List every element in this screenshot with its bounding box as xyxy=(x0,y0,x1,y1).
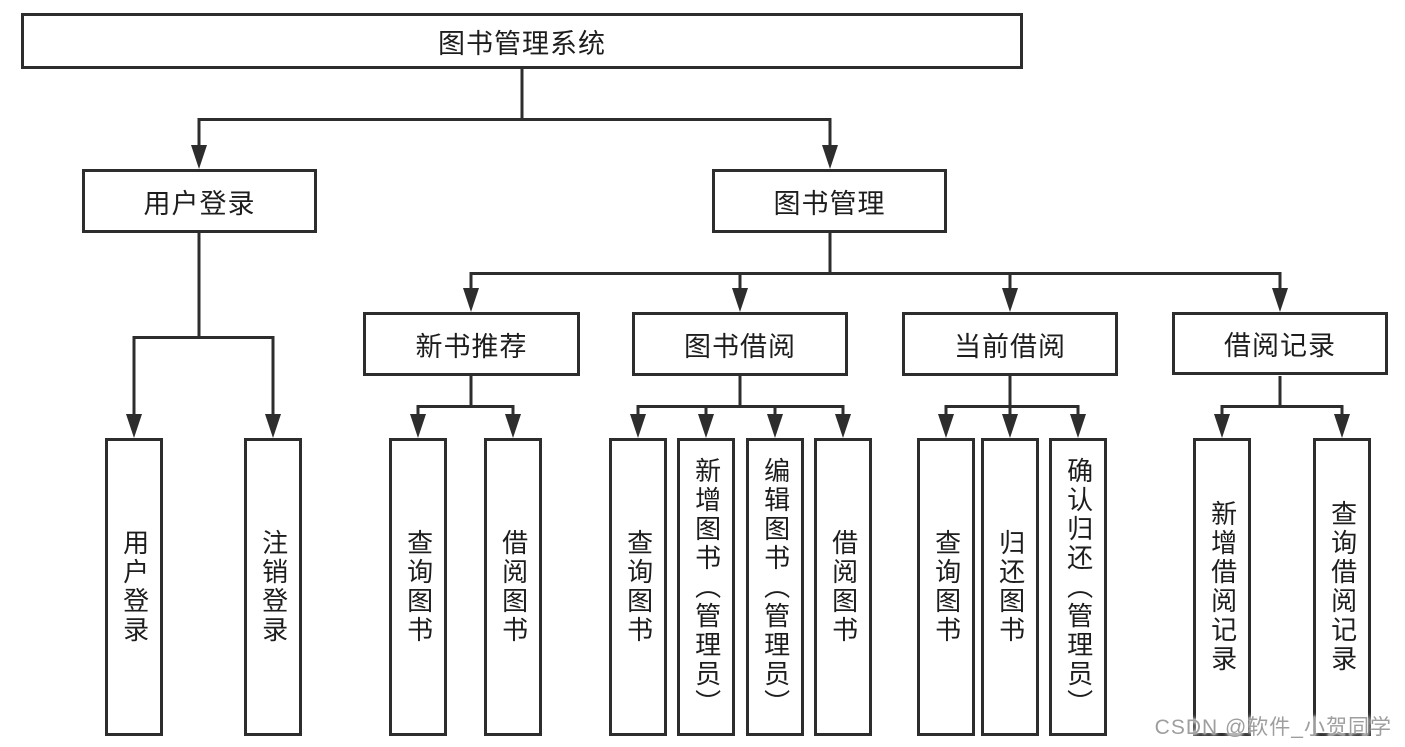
leaf-borrow-books-recommend: 借阅图书 xyxy=(484,438,542,736)
leaf-confirm-return-admin: 确认归还（管理员） xyxy=(1049,438,1107,736)
leaf-search-books-borrowing: 查询图书 xyxy=(609,438,667,736)
leaf-add-books-admin: 新增图书（管理员） xyxy=(677,438,735,736)
leaf-search-books-recommend: 查询图书 xyxy=(389,438,447,736)
leaf-user-login: 用户登录 xyxy=(105,438,163,736)
leaf-search-books-current: 查询图书 xyxy=(917,438,975,736)
node-root: 图书管理系统 xyxy=(21,13,1023,69)
node-book-management: 图书管理 xyxy=(712,169,947,233)
leaf-borrow-books-borrowing: 借阅图书 xyxy=(814,438,872,736)
node-current-borrowing: 当前借阅 xyxy=(902,312,1118,376)
node-user-login: 用户登录 xyxy=(82,169,317,233)
node-book-borrowing: 图书借阅 xyxy=(632,312,848,376)
node-borrowing-records: 借阅记录 xyxy=(1172,312,1388,375)
leaf-return-books: 归还图书 xyxy=(981,438,1039,736)
leaf-search-borrow-record: 查询借阅记录 xyxy=(1313,438,1371,736)
node-new-book-recommend: 新书推荐 xyxy=(363,312,580,376)
leaf-add-borrow-record: 新增借阅记录 xyxy=(1193,438,1251,736)
leaf-edit-books-admin: 编辑图书（管理员） xyxy=(746,438,804,736)
leaf-logout: 注销登录 xyxy=(244,438,302,736)
watermark: CSDN @软件_小贺同学 xyxy=(1154,716,1392,739)
